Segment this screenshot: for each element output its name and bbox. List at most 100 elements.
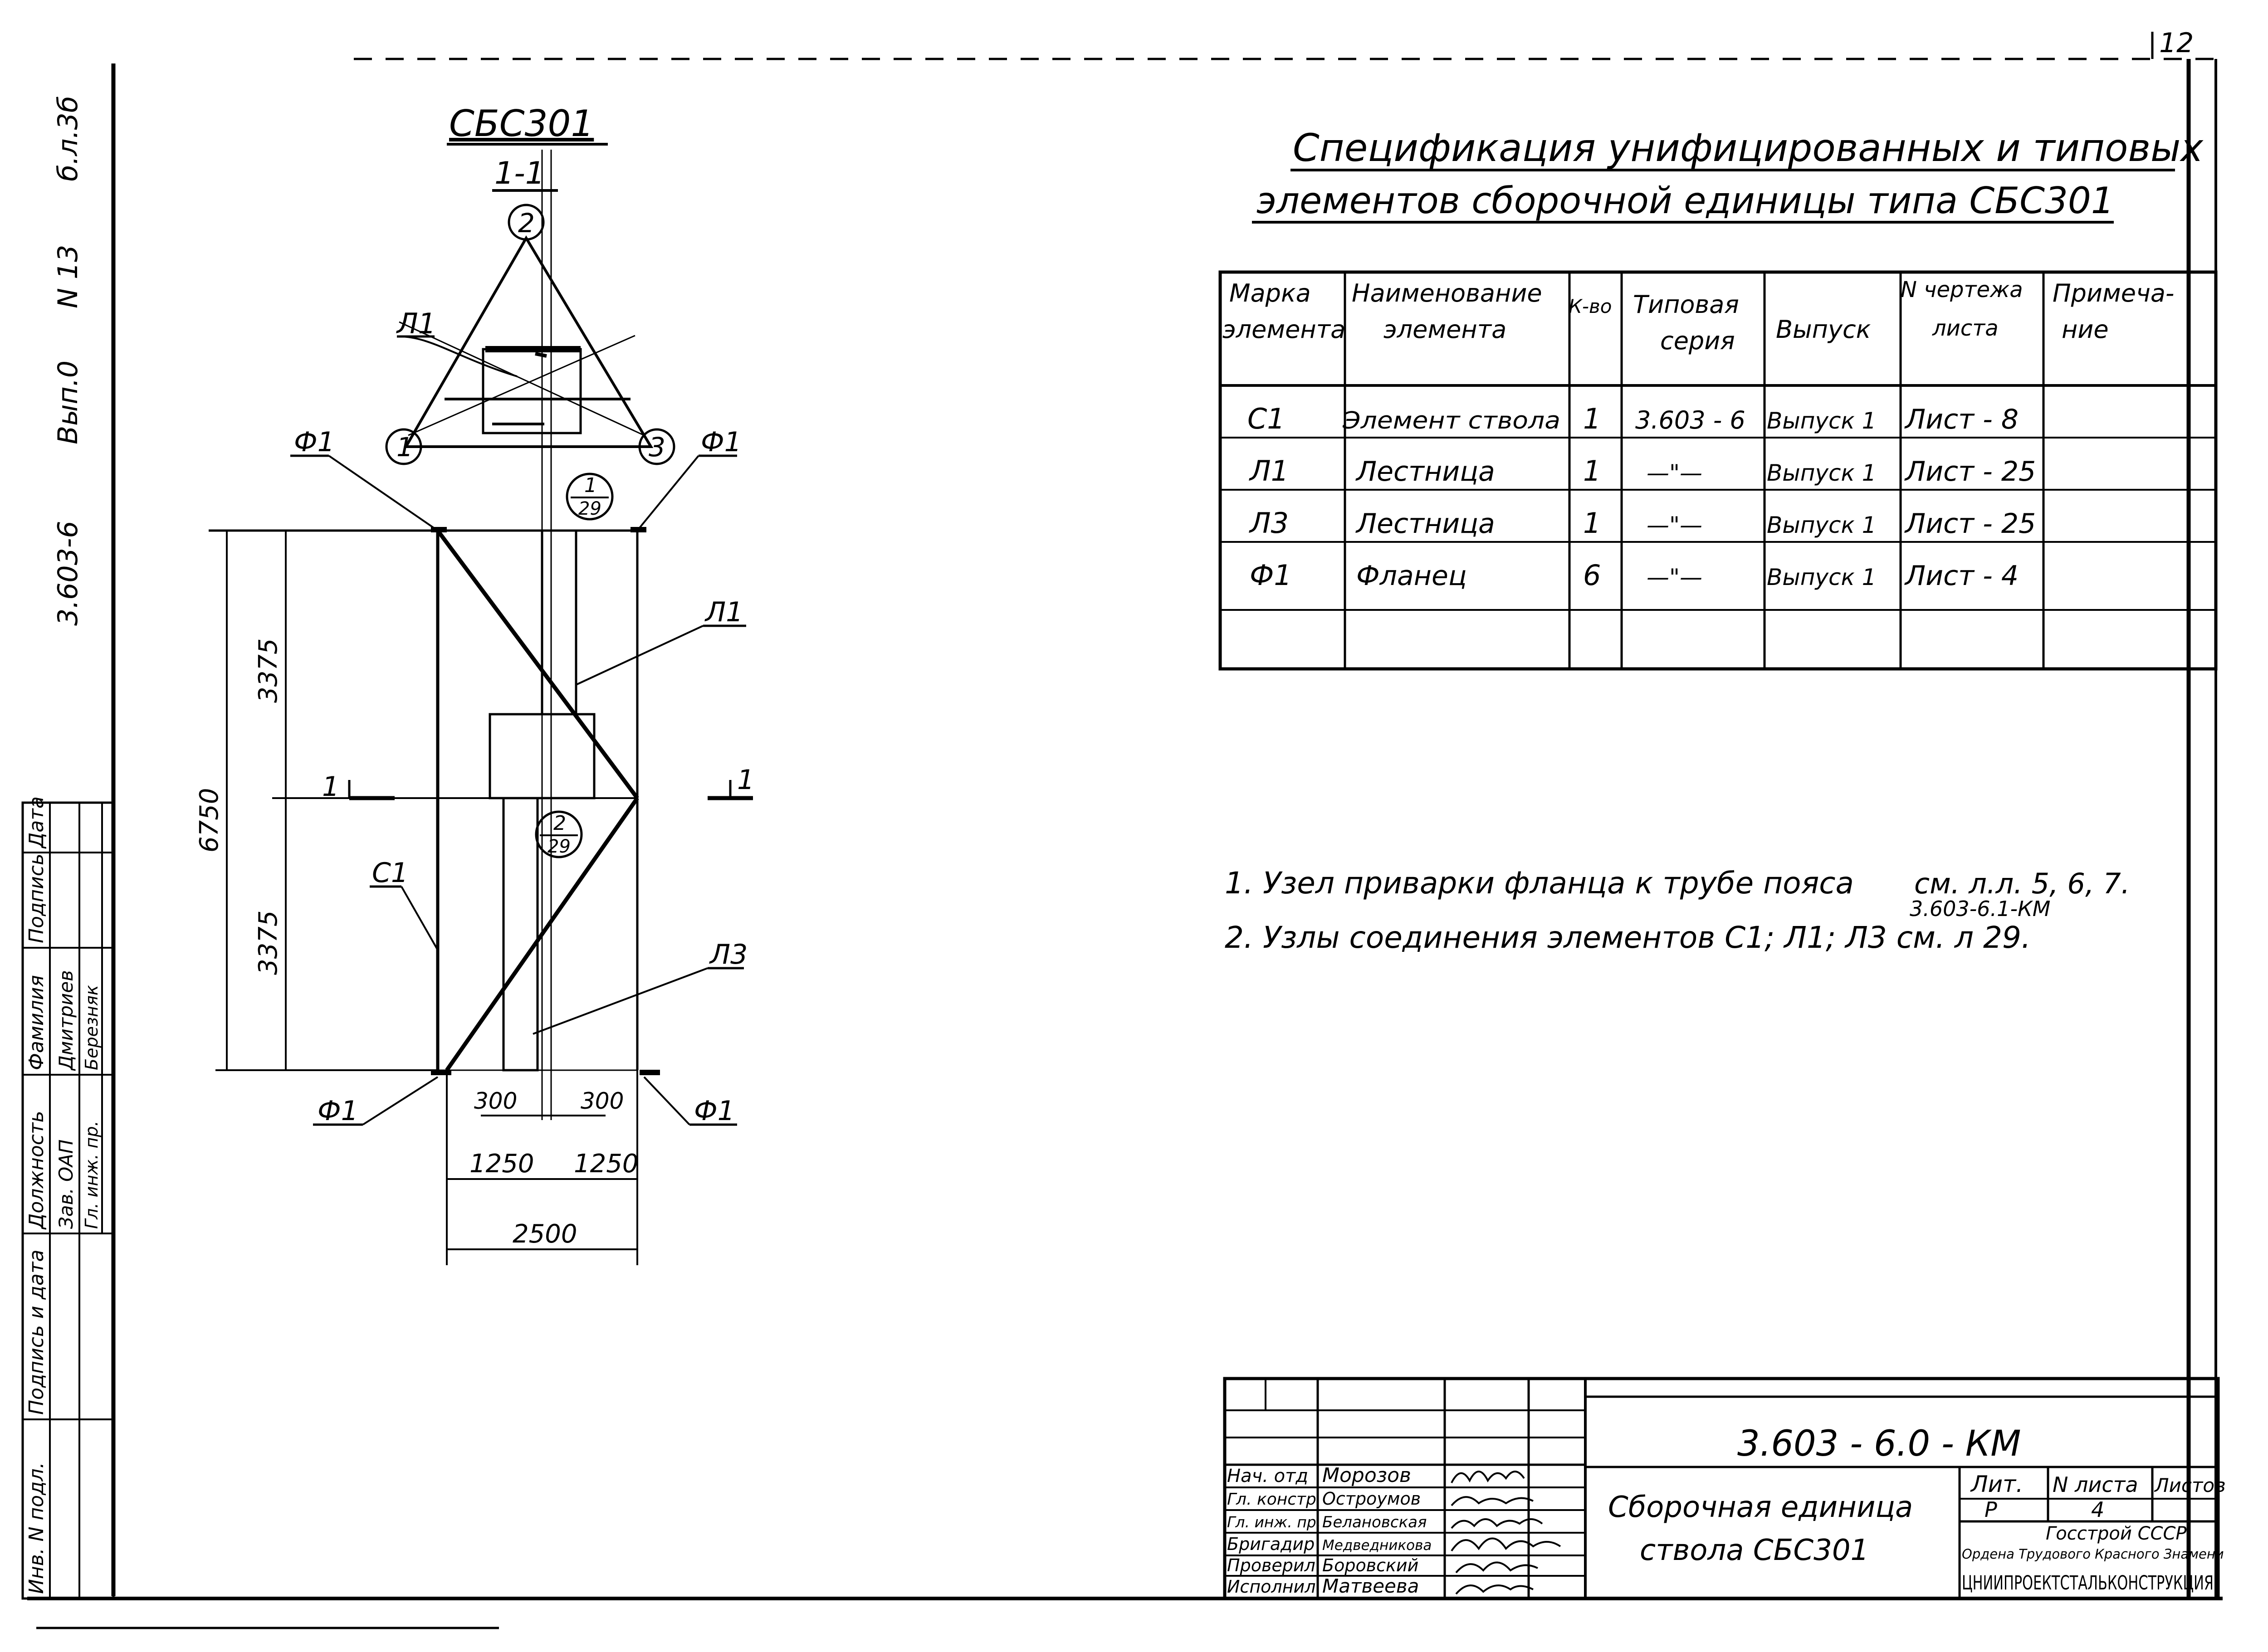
flange-bottom-left: Ф1	[313, 1076, 439, 1127]
elevation-view	[209, 527, 660, 1075]
title-block-people: Нач. отд Морозов Гл. констр Остроумов Гл…	[1227, 1464, 1432, 1597]
svg-text:—"—: —"—	[1647, 460, 1702, 486]
side-stamp-number: N 13	[52, 245, 84, 308]
detail-ref-2-29: 2 29	[535, 810, 583, 858]
svg-text:Лист - 4: Лист - 4	[1904, 560, 2019, 592]
stamp-sig-date: Подпись и дата	[25, 1250, 48, 1415]
svg-text:1: 1	[584, 474, 597, 497]
svg-text:3375: 3375	[254, 638, 283, 703]
svg-text:Ф1: Ф1	[318, 1095, 358, 1127]
note-1: 1. Узел приварки фланца к трубе пояса	[1225, 866, 1854, 901]
signatures	[1451, 1471, 1561, 1595]
svg-text:Лист - 8: Лист - 8	[1904, 404, 2019, 435]
org-line-3: ЦНИИПРОЕКТСТАЛЬКОНСТРУКЦИЯ	[1962, 1572, 2214, 1594]
dim-width-1250: 1250 1250	[446, 1070, 639, 1265]
svg-text:29: 29	[578, 498, 601, 519]
note-1-ref: см. л.л. 5, 6, 7.	[1914, 867, 2130, 900]
stamp-row1-position: Зав. ОАП	[55, 1140, 77, 1229]
stage-label: Лит.	[1970, 1471, 2023, 1497]
leader-c1: С1	[370, 857, 439, 950]
stamp-row2-position: Гл. инж. пр.	[82, 1121, 102, 1229]
assembly-drawing: СБС301 1-1 Л1 2 1	[195, 102, 754, 1265]
node-1-marker: 1	[385, 428, 422, 465]
svg-text:6: 6	[1583, 559, 1601, 592]
stamp-row1-surname: Дмитриев	[55, 970, 77, 1071]
stamp-header-date: Дата	[25, 796, 48, 849]
svg-text:Выпуск 1: Выпуск 1	[1767, 512, 1876, 538]
svg-text:Ф1: Ф1	[701, 426, 742, 458]
stamp-header-surname: Фамилия	[25, 975, 48, 1070]
svg-text:Лист - 25: Лист - 25	[1904, 456, 2036, 487]
notes: 1. Узел приварки фланца к трубе пояса см…	[1225, 866, 2130, 955]
dim-height-upper: 3375	[254, 531, 287, 798]
svg-text:Л3: Л3	[709, 939, 748, 970]
side-stamp-code: 3.603-6	[52, 521, 84, 626]
spec-title-line2: элементов сборочной единицы типа СБС301	[1256, 180, 2114, 222]
org-line-2: Ордена Трудового Красного Знамени	[1962, 1546, 2224, 1562]
note-1-sub: 3.603-6.1-КМ	[1910, 897, 2050, 921]
svg-text:Медведникова: Медведникова	[1322, 1537, 1432, 1554]
dim-width-total: 2500	[447, 1219, 637, 1250]
svg-text:Гл. инж. пр.: Гл. инж. пр.	[1227, 1513, 1321, 1531]
svg-text:Проверил: Проверил	[1227, 1555, 1315, 1575]
cut-marker-right: 1	[708, 764, 754, 800]
svg-text:1: 1	[1583, 454, 1601, 487]
dim-height-lower: 3375	[254, 798, 287, 1070]
svg-text:Белановская: Белановская	[1322, 1513, 1427, 1531]
page-number-box: 12	[2151, 27, 2194, 59]
svg-text:Л3: Л3	[1249, 507, 1289, 540]
svg-text:—"—: —"—	[1647, 564, 1702, 590]
svg-text:Нач. отд: Нач. отд	[1227, 1466, 1308, 1486]
section-label: 1-1	[494, 156, 545, 191]
svg-text:2: 2	[553, 812, 566, 835]
svg-text:Л1: Л1	[704, 596, 743, 628]
sheet-frame	[27, 58, 2223, 1629]
svg-text:Выпуск 1: Выпуск 1	[1767, 460, 1876, 486]
title-block: Нач. отд Морозов Гл. констр Остроумов Гл…	[1223, 1377, 2226, 1600]
spec-header-name: Наименование элемента	[1352, 279, 1550, 344]
svg-text:1: 1	[1583, 507, 1601, 540]
spec-table: Марка элемента Наименование элемента К-в…	[1218, 270, 2218, 671]
svg-text:Выпуск 1: Выпуск 1	[1767, 564, 1876, 590]
side-stamp: 3.603-6 Вып.0 N 13 б.л.3б	[52, 96, 84, 626]
svg-text:Л1: Л1	[1249, 454, 1289, 487]
stamp-row2-surname: Березняк	[82, 985, 102, 1070]
dim-width-300: 300 300	[474, 1088, 624, 1116]
svg-text:3: 3	[649, 432, 665, 463]
detail-ref-1-29: 1 29	[566, 473, 614, 521]
spec-row-c1: С1 Элемент ствола 1 3.603 - 6 Выпуск 1 Л…	[1247, 402, 2019, 435]
svg-text:Ф1: Ф1	[694, 1095, 735, 1127]
stamp-header-position: Должность	[25, 1111, 48, 1230]
svg-text:300: 300	[474, 1088, 517, 1114]
svg-text:Матвеева: Матвеева	[1322, 1575, 1419, 1597]
left-approval-stamp: Дата Подпись Фамилия Должность Дмитриев …	[21, 796, 115, 1600]
spec-row-l3: Л3 Лестница 1 —"— Выпуск 1 Лист - 25	[1249, 507, 2036, 540]
svg-text:1250: 1250	[469, 1149, 534, 1179]
spec-header-qty: К-во	[1569, 295, 1612, 317]
svg-text:Остроумов: Остроумов	[1322, 1489, 1421, 1509]
org-line-1: Госстрой СССР	[2046, 1523, 2187, 1544]
spec-header-issue: Выпуск	[1776, 315, 1871, 344]
svg-text:Боровский: Боровский	[1322, 1555, 1418, 1575]
svg-text:Выпуск 1: Выпуск 1	[1767, 408, 1876, 434]
svg-text:Фланец: Фланец	[1356, 560, 1467, 592]
svg-text:Лестница: Лестница	[1355, 508, 1495, 540]
svg-text:2: 2	[518, 208, 535, 239]
flange-bottom-right: Ф1	[643, 1076, 737, 1127]
svg-text:29: 29	[547, 836, 571, 857]
svg-text:1: 1	[396, 432, 413, 463]
node-2-marker: 2	[508, 204, 545, 241]
section-1-1-plan: Л1	[396, 150, 654, 1120]
svg-text:Лист - 25: Лист - 25	[1904, 508, 2036, 540]
sheet-no-label: N листа	[2053, 1472, 2138, 1497]
svg-text:1250: 1250	[574, 1149, 639, 1179]
svg-text:С1: С1	[372, 857, 408, 889]
node-3-marker: 3	[638, 428, 675, 465]
page-number: 12	[2159, 27, 2194, 59]
svg-text:Бригадир: Бригадир	[1227, 1534, 1315, 1554]
note-2: 2. Узлы соединения элементов С1; Л1; Л3 …	[1225, 920, 2031, 955]
dim-height-total: 6750	[195, 531, 438, 1071]
stamp-header-signature: Подпись	[25, 853, 48, 943]
specification: Спецификация унифицированных и типовых э…	[1218, 126, 2218, 671]
sheets-label: Листов	[2154, 1474, 2226, 1496]
